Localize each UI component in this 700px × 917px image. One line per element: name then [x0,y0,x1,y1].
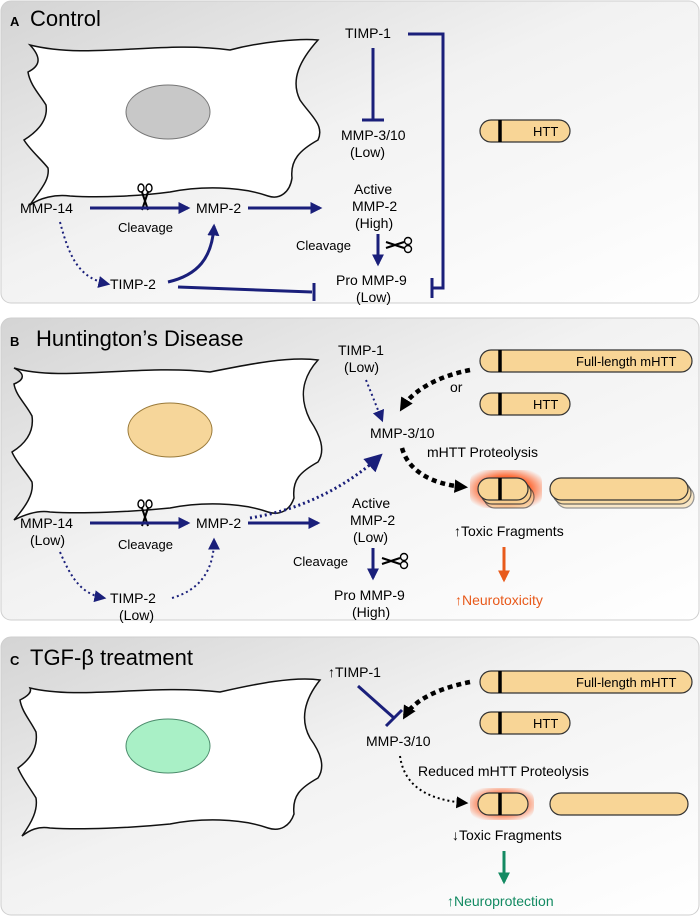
cleavage-left-label: Cleavage [118,220,173,235]
dotted-mmp14-to-timp2 [59,221,111,288]
timp1-label: TIMP-1 [345,25,391,41]
timp2-level: (Low) [119,607,154,623]
full-length-mhtt-label: Full-length mHTT [576,675,676,690]
toxic-fragments [470,470,695,509]
nucleus-tgf [125,718,211,774]
inhibit-timp1-to-mmp310 [357,684,395,720]
panel-b-letter: B [10,334,19,349]
arrow-timp2-to-mmp2 [167,223,220,284]
mmp2-label: MMP-2 [196,200,241,216]
panel-a-title: Control [30,6,101,31]
timp2-label: TIMP-2 [110,276,156,292]
cleavage-right-label: Cleavage [293,554,348,569]
mmp14-label: MMP-14 [20,515,73,531]
inhibit-timp2-to-promm9 [177,285,313,294]
active-mmp2-l1: Active [354,181,392,197]
promm9-level: (Low) [356,289,391,305]
nucleus-hd [127,402,213,458]
toxic-fragments-label: ↓Toxic Fragments [452,827,562,843]
panel-c-title: TGF-β treatment [30,645,193,670]
panel-a: A Control MMP-14 Cleavage MMP-2 TIMP-2 T… [0,0,700,305]
nucleus-control [125,84,211,140]
htt-label: HTT [533,124,558,139]
cleavage-left-label: Cleavage [118,537,173,552]
timp1-level: (Low) [344,359,379,375]
panel-c-letter: C [10,653,20,668]
inhibit-bar-timp1 [384,708,404,728]
mmp310-label: MMP-3/10 [341,127,406,143]
or-label: or [450,379,463,395]
cleavage-right-label: Cleavage [296,238,351,253]
htt-protein: HTT [479,711,571,735]
mmp14-label: MMP-14 [20,200,73,216]
promm9-label: Pro MMP-9 [336,272,407,288]
active-mmp2-l3: (High) [355,215,393,231]
panel-c: C TGF-β treatment ↑TIMP-1 MMP-3/10 Full-… [0,636,700,916]
mmp310-level: (Low) [350,144,385,160]
neurotoxicity-label: ↑Neurotoxicity [455,592,543,608]
timp1-label: ↑TIMP-1 [328,664,381,680]
panel-b-title: Huntington’s Disease [36,326,244,351]
mmp310-label: MMP-3/10 [370,425,435,441]
active-mmp2-l2: MMP-2 [352,198,397,214]
full-length-mhtt-protein: Full-length mHTT [479,670,693,694]
inhibit-timp1-to-promm9 [408,32,445,290]
promm9-label: Pro MMP-9 [334,587,405,603]
dashed-fullhtt-to-mmp310 [399,367,471,412]
dotted-mmp14-to-timp2 [59,551,107,603]
htt-protein: HTT [479,392,571,416]
neuroprotection-label: ↑Neuroprotection [447,893,554,909]
promm9-level: (High) [352,604,390,620]
mmp2-label: MMP-2 [196,515,241,531]
mmp14-level: (Low) [30,532,65,548]
proteolysis-label: mHTT Proteolysis [427,444,538,460]
toxic-fragments [470,788,689,820]
timp1-label: TIMP-1 [338,342,384,358]
dashed-fullhtt-to-mmp310 [402,679,471,720]
panel-a-letter: A [10,14,20,29]
mmp310-label: MMP-3/10 [366,733,431,749]
htt-label: HTT [533,397,558,412]
toxic-fragments-label: ↑Toxic Fragments [454,523,564,539]
htt-protein: HTT [479,119,571,143]
panel-b: B Huntington’s Disease MMP-14 (Low) Clea… [0,317,700,623]
full-length-mhtt-protein: Full-length mHTT [479,349,693,373]
timp2-label: TIMP-2 [110,590,156,606]
active-mmp2-l3: (Low) [353,529,388,545]
active-mmp2-l1: Active [352,495,390,511]
dotted-timp1-to-mmp310 [365,379,385,423]
htt-label: HTT [533,716,558,731]
full-length-mhtt-label: Full-length mHTT [576,354,676,369]
reduced-proteolysis-label: Reduced mHTT Proteolysis [418,763,589,779]
active-mmp2-l2: MMP-2 [350,512,395,528]
